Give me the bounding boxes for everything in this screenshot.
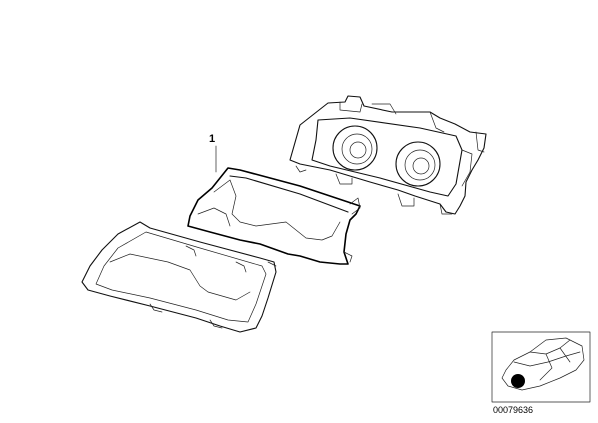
car-icon: [501, 337, 585, 391]
callout-label: 1: [209, 133, 215, 145]
callout-1: 1: [209, 133, 217, 173]
headlight-housing: [289, 95, 487, 215]
vehicle-locator-thumbnail: 00079636: [491, 331, 591, 415]
document-number: 00079636: [493, 405, 533, 415]
headlight-lens: [81, 221, 277, 333]
location-marker-icon: [511, 374, 525, 388]
headlight-gasket: [187, 167, 361, 265]
